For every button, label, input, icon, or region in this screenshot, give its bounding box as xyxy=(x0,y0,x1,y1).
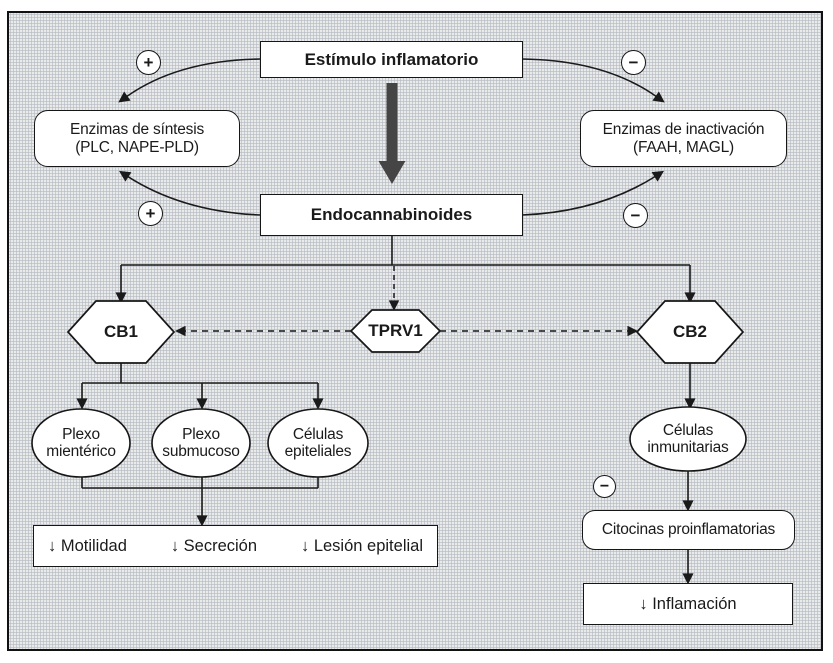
celulas-epiteliales-line1: Células xyxy=(292,425,344,443)
enzimas-inactivacion-line2: (FAAH, MAGL) xyxy=(633,138,734,156)
celulas-epiteliales-line2: epiteliales xyxy=(284,443,352,460)
plexo-submucoso-line1: Plexo xyxy=(182,425,220,443)
tprv1-label: TPRV1 xyxy=(368,320,423,340)
plus-sign-estimulo-sintesis: + xyxy=(136,50,161,75)
node-inflamacion: ↓ Inflamación xyxy=(583,583,793,625)
plus-sign-endocannabinoides-sintesis: + xyxy=(138,201,163,226)
estimulo-label: Estímulo inflamatorio xyxy=(304,49,479,69)
plexo-submucoso-line2: submucoso xyxy=(162,443,240,460)
cb1-label: CB1 xyxy=(103,321,138,341)
endocannabinoides-label: Endocannabinoides xyxy=(310,205,473,225)
plexo-mienterico-line2: mientérico xyxy=(46,443,116,460)
resultado-lesion-epitelial: ↓ Lesión epitelial xyxy=(301,536,423,555)
node-enzimas-inactivacion: Enzimas de inactivación (FAAH, MAGL) xyxy=(580,110,787,167)
celulas-inmunitarias-line2: inmunitarias xyxy=(647,439,729,456)
cb2-label: CB2 xyxy=(672,321,707,341)
node-endocannabinoides: Endocannabinoides xyxy=(260,194,523,236)
node-resultados-cb1: ↓ Motilidad ↓ Secreción ↓ Lesión epiteli… xyxy=(33,525,438,567)
enzimas-sintesis-line2: (PLC, NAPE-PLD) xyxy=(75,138,199,156)
minus-sign-endocannabinoides-inactivacion: − xyxy=(623,203,648,228)
node-enzimas-sintesis: Enzimas de síntesis (PLC, NAPE-PLD) xyxy=(34,110,240,167)
resultado-secrecion: ↓ Secreción xyxy=(170,536,258,555)
node-citocinas-proinflamatorias: Citocinas proinflamatorias xyxy=(582,510,795,550)
celulas-inmunitarias-label: Células inmunitarias xyxy=(630,407,746,471)
celulas-inmunitarias-line1: Células xyxy=(662,421,714,439)
plexo-mienterico-line1: Plexo xyxy=(62,425,100,443)
citocinas-label: Citocinas proinflamatorias xyxy=(601,521,776,539)
minus-sign-estimulo-inactivacion: − xyxy=(621,50,646,75)
resultado-motilidad: ↓ Motilidad xyxy=(48,536,127,555)
plexo-mienterico-label: Plexo mientérico xyxy=(32,409,130,477)
enzimas-sintesis-line1: Enzimas de síntesis xyxy=(69,121,205,139)
enzimas-inactivacion-line1: Enzimas de inactivación xyxy=(602,121,765,139)
node-estimulo-inflamatorio: Estímulo inflamatorio xyxy=(260,41,523,78)
inflamacion-label: ↓ Inflamación xyxy=(639,594,737,613)
celulas-epiteliales-label: Células epiteliales xyxy=(268,409,368,477)
plexo-submucoso-label: Plexo submucoso xyxy=(152,409,250,477)
minus-sign-citocinas: − xyxy=(593,475,616,498)
